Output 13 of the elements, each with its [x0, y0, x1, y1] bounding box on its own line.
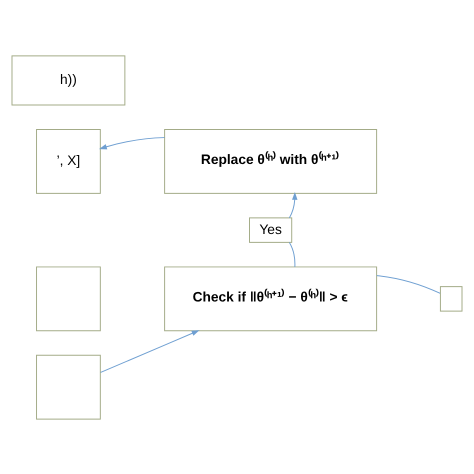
node-box: Check if ‖θ⁽ʰ⁺¹⁾ − θ⁽ʰ⁾‖ > ϵ	[164, 266, 378, 331]
node-box: Yes	[249, 216, 292, 242]
arrow	[100, 330, 200, 372]
node-box	[36, 266, 101, 331]
connector	[288, 241, 296, 267]
connector	[376, 274, 441, 294]
node-box: Replace θ⁽ʰ⁾ with θ⁽ʰ⁺¹⁾	[164, 128, 378, 194]
node-box	[440, 286, 462, 312]
node-box	[36, 354, 101, 420]
arrow	[99, 136, 166, 149]
arrow	[288, 191, 298, 218]
node-box: h))	[12, 54, 126, 105]
node-box: ’, X]	[36, 128, 101, 194]
